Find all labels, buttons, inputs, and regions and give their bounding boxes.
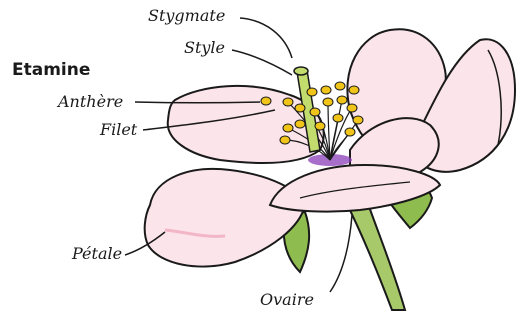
label-stygmate: Stygmate — [148, 8, 225, 24]
pistil-stigma — [294, 67, 308, 75]
label-filet: Filet — [100, 122, 137, 138]
petal-bottom-left — [145, 169, 305, 267]
label-ovaire: Ovaire — [260, 292, 314, 308]
label-anthere: Anthère — [58, 94, 123, 110]
label-style: Style — [184, 40, 225, 56]
label-petale: Pétale — [72, 246, 122, 262]
label-etamine: Etamine — [12, 62, 90, 79]
